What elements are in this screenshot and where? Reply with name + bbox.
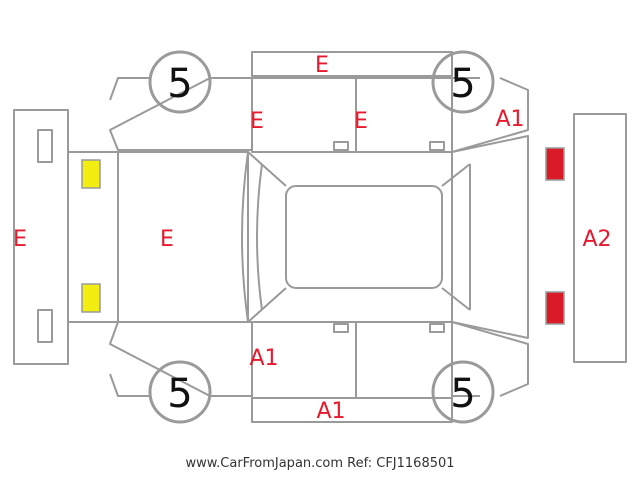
headlight-bottom — [81, 283, 101, 313]
rear-bumper-panel — [573, 113, 627, 363]
wheel-rear-lower — [431, 360, 495, 424]
taillight-top — [545, 147, 565, 181]
upper-front-door — [251, 77, 357, 153]
rear-hatch — [451, 135, 529, 339]
label-bottom-strip: A1 — [316, 399, 345, 424]
wheel-rear-upper — [431, 50, 495, 114]
upper-front-handle — [333, 141, 349, 151]
lower-rear-door — [355, 321, 453, 399]
label-lower-front-door: A1 — [249, 346, 278, 371]
lower-front-fender — [109, 321, 253, 397]
wheel-number-rear-lower: 5 — [450, 371, 475, 417]
lower-rear-fender — [451, 321, 529, 397]
windshield-inner — [256, 163, 263, 311]
upper-rear-fender — [451, 77, 529, 153]
upper-rear-door — [355, 77, 453, 153]
windshield-outer — [241, 151, 249, 323]
upper-front-fender — [109, 77, 253, 151]
label-top-strip: E — [315, 53, 329, 78]
footer-reference: www.CarFromJapan.com Ref: CFJ1168501 — [185, 456, 455, 471]
label-upper-rear-fender: A1 — [495, 107, 524, 132]
wheel-number-rear-upper: 5 — [450, 61, 475, 107]
label-upper-rear-door: E — [354, 109, 368, 134]
lower-front-handle — [333, 323, 349, 333]
label-hood: E — [160, 227, 174, 252]
top-side-strip — [251, 51, 453, 77]
upper-rear-handle — [429, 141, 445, 151]
wheel-number-front-upper: 5 — [167, 61, 192, 107]
front-bumper-light-top — [37, 129, 53, 163]
front-bumper-light-bottom — [37, 309, 53, 343]
wheel-front-upper — [148, 50, 212, 114]
label-front-bumper: E — [13, 227, 27, 252]
label-rear-bumper: A2 — [582, 227, 611, 252]
roof-panel — [285, 185, 443, 289]
lower-rear-handle — [429, 323, 445, 333]
label-upper-front-door: E — [250, 109, 264, 134]
headlight-top — [81, 159, 101, 189]
wheel-front-lower — [148, 360, 212, 424]
wheel-number-front-lower: 5 — [167, 371, 192, 417]
bottom-side-strip — [251, 397, 453, 423]
taillight-bottom — [545, 291, 565, 325]
hood-panel — [117, 151, 249, 323]
